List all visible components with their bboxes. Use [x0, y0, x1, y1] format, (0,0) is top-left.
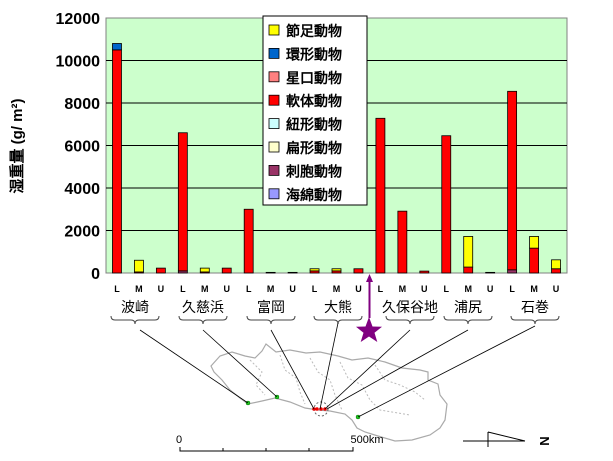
- bar-segment: [134, 259, 144, 273]
- legend-swatch: [268, 94, 280, 106]
- x-tick-label: M: [399, 284, 407, 294]
- y-tick-label: 6000: [64, 139, 100, 156]
- bar-segment: [529, 236, 539, 249]
- x-tick-label: M: [135, 284, 143, 294]
- site-brace: [246, 315, 296, 325]
- site-label: 石巻: [521, 299, 549, 315]
- scale-bar: [179, 447, 354, 452]
- legend-label: 海綿動物: [286, 187, 342, 203]
- coast-map: [210, 343, 448, 442]
- legend-swatch: [268, 118, 280, 129]
- x-tick-label: U: [223, 284, 230, 294]
- site-brace: [443, 315, 493, 325]
- bar-segment: [463, 266, 474, 274]
- site-label: 大熊: [324, 299, 352, 315]
- bar-segment: [375, 117, 386, 274]
- site-brace: [110, 315, 160, 325]
- x-tick-label: L: [444, 284, 450, 294]
- site-brace: [313, 315, 363, 325]
- legend-swatch: [268, 164, 280, 176]
- site-brace: [385, 315, 435, 325]
- legend-label: 扁形動物: [286, 140, 342, 156]
- x-tick-label: L: [180, 284, 186, 294]
- bar-segment: [551, 259, 561, 270]
- map-boundaries: [249, 354, 426, 416]
- legend-box: [262, 15, 368, 206]
- x-tick-label: L: [114, 284, 120, 294]
- site-label: 久保谷地: [382, 299, 438, 315]
- x-tick-label: M: [464, 284, 472, 294]
- bar-segment: [199, 267, 210, 273]
- y-tick-label: 10000: [56, 54, 101, 71]
- legend-swatch: [268, 24, 280, 36]
- legend-swatch: [268, 141, 280, 153]
- bar-segment: [221, 267, 232, 274]
- x-tick-label: L: [378, 284, 384, 294]
- x-tick-label: M: [267, 284, 275, 294]
- x-tick-label: M: [333, 284, 341, 294]
- bar-segment: [551, 268, 561, 274]
- scale-end: 500km: [350, 434, 383, 446]
- bar-segment: [441, 135, 452, 274]
- bar-segment: [155, 267, 166, 274]
- bar-segment: [507, 90, 518, 271]
- x-tick-label: U: [289, 284, 296, 294]
- y-tick-label: 4000: [64, 181, 100, 198]
- legend-swatch: [268, 48, 280, 59]
- x-tick-label: L: [509, 284, 515, 294]
- star-icon: [356, 317, 382, 342]
- site-label: 久慈浜: [182, 299, 224, 315]
- site-brace: [510, 315, 560, 325]
- legend-label: 軟体動物: [286, 93, 342, 109]
- legend-label: 星口動物: [286, 70, 342, 86]
- y-tick-label: 8000: [64, 96, 100, 113]
- x-tick-label: L: [246, 284, 252, 294]
- bar-segment: [265, 271, 276, 274]
- legend-label: 環形動物: [286, 46, 342, 62]
- legend-swatch: [268, 71, 280, 83]
- y-tick-label: 0: [91, 266, 100, 283]
- bar-segment: [419, 270, 430, 274]
- x-tick-label: U: [421, 284, 428, 294]
- y-tick-label: 2000: [64, 224, 100, 241]
- bar-segment: [463, 236, 474, 268]
- bar-segment: [177, 132, 188, 272]
- x-tick-label: M: [530, 284, 538, 294]
- x-tick-label: U: [158, 284, 165, 294]
- bar-segment: [397, 210, 408, 274]
- x-tick-label: L: [312, 284, 318, 294]
- legend-label: 刺胞動物: [286, 163, 342, 179]
- scale-zero: 0: [176, 434, 182, 446]
- bar-segment: [353, 268, 364, 274]
- arrow-head: [366, 274, 373, 282]
- bar-segment: [287, 271, 298, 274]
- site-label: 波崎: [121, 299, 149, 315]
- y-axis-label: 湿重量 (g/ m²): [8, 99, 26, 194]
- bar-segment: [243, 208, 254, 274]
- bar-segment: [507, 269, 518, 274]
- site-label: 富岡: [257, 299, 285, 315]
- x-tick-label: U: [553, 284, 560, 294]
- legend-swatch: [268, 188, 280, 200]
- bar-segment: [331, 268, 342, 272]
- leader-lines: [139, 322, 536, 418]
- x-tick-label: U: [355, 284, 362, 294]
- x-tick-label: M: [201, 284, 209, 294]
- bar-segment: [112, 49, 122, 274]
- site-label: 浦尻: [454, 299, 482, 315]
- north-label: N: [537, 436, 552, 445]
- bar-segment: [529, 247, 539, 274]
- bar-segment: [485, 271, 496, 274]
- legend-label: 節足動物: [286, 23, 342, 39]
- y-tick-label: 12000: [56, 11, 101, 28]
- north-arrow-icon: [463, 431, 526, 447]
- bar-segment: [112, 43, 122, 51]
- legend-label: 紐形動物: [286, 117, 342, 133]
- bar-segment: [309, 268, 320, 272]
- x-tick-label: U: [487, 284, 494, 294]
- site-brace: [178, 315, 228, 325]
